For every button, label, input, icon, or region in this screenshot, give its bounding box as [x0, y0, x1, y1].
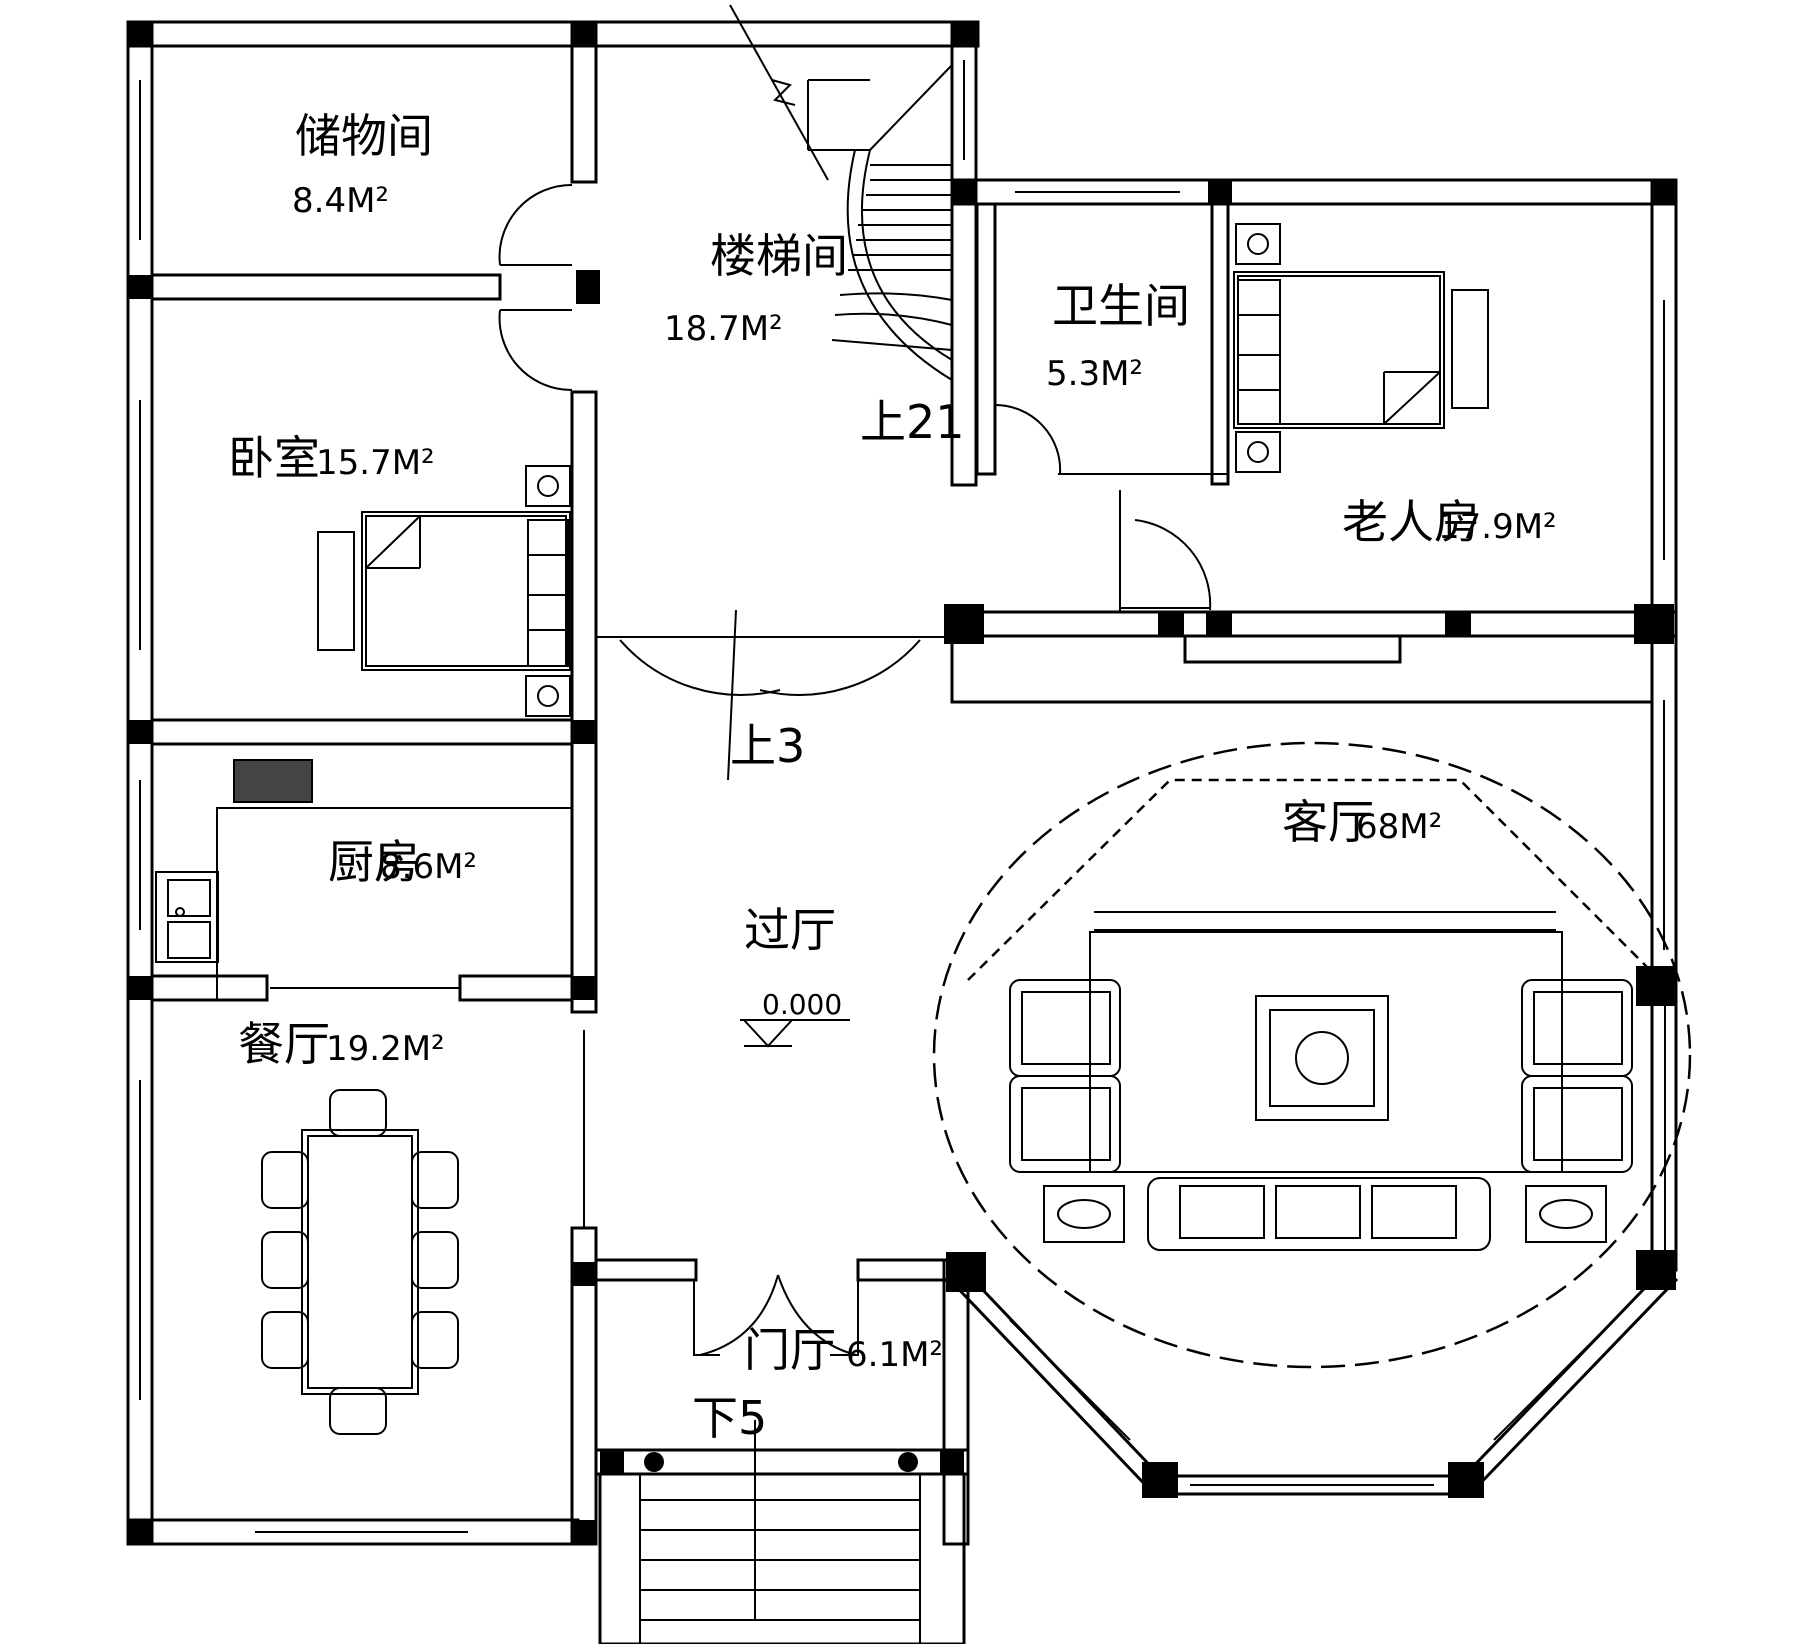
kitchen-fixtures	[155, 759, 313, 963]
bed-left	[317, 465, 571, 717]
level-marker	[740, 1019, 850, 1048]
room-area-kitchen: 8.6M²	[380, 847, 477, 887]
room-area-stairwell: 18.7M²	[664, 309, 783, 349]
room-name-dining: 餐厅	[238, 1017, 330, 1071]
doors	[270, 183, 1212, 1620]
room-name-storage: 储物间	[295, 109, 433, 163]
room-area-bathroom: 5.3M²	[1046, 354, 1143, 394]
room-name-kitchen: 厨房	[328, 835, 420, 889]
room-area-dining: 19.2M²	[326, 1029, 445, 1069]
steps-up-label: 上3	[730, 719, 805, 773]
walls	[126, 20, 1679, 1644]
level-value: 0.000	[762, 988, 842, 1021]
room-area-storage: 8.4M²	[292, 181, 389, 221]
room-area-foyer: 6.1M²	[846, 1335, 943, 1375]
room-name-bedroom: 卧室	[228, 431, 320, 485]
structural-columns	[128, 22, 1676, 1544]
stair-up-label: 上21	[860, 395, 965, 449]
room-name-bathroom: 卫生间	[1052, 279, 1190, 333]
steps-down-label: 下5	[692, 1391, 767, 1445]
room-area-elder-room: 17.9M²	[1438, 507, 1557, 547]
staircase	[729, 4, 953, 381]
bed-elder-room	[1233, 223, 1489, 473]
room-area-living-room: 68M²	[1356, 807, 1442, 847]
room-name-hall: 过厅	[744, 903, 836, 957]
living-room-furniture	[932, 741, 1692, 1369]
room-name-stairwell: 楼梯间	[710, 229, 848, 283]
dining-table-set	[261, 1089, 459, 1435]
room-name-elder-room: 老人房	[1342, 495, 1480, 549]
room-name-foyer: 门厅	[744, 1323, 836, 1377]
room-area-bedroom: 15.7M²	[316, 443, 435, 483]
room-name-living-room: 客厅	[1282, 795, 1374, 849]
